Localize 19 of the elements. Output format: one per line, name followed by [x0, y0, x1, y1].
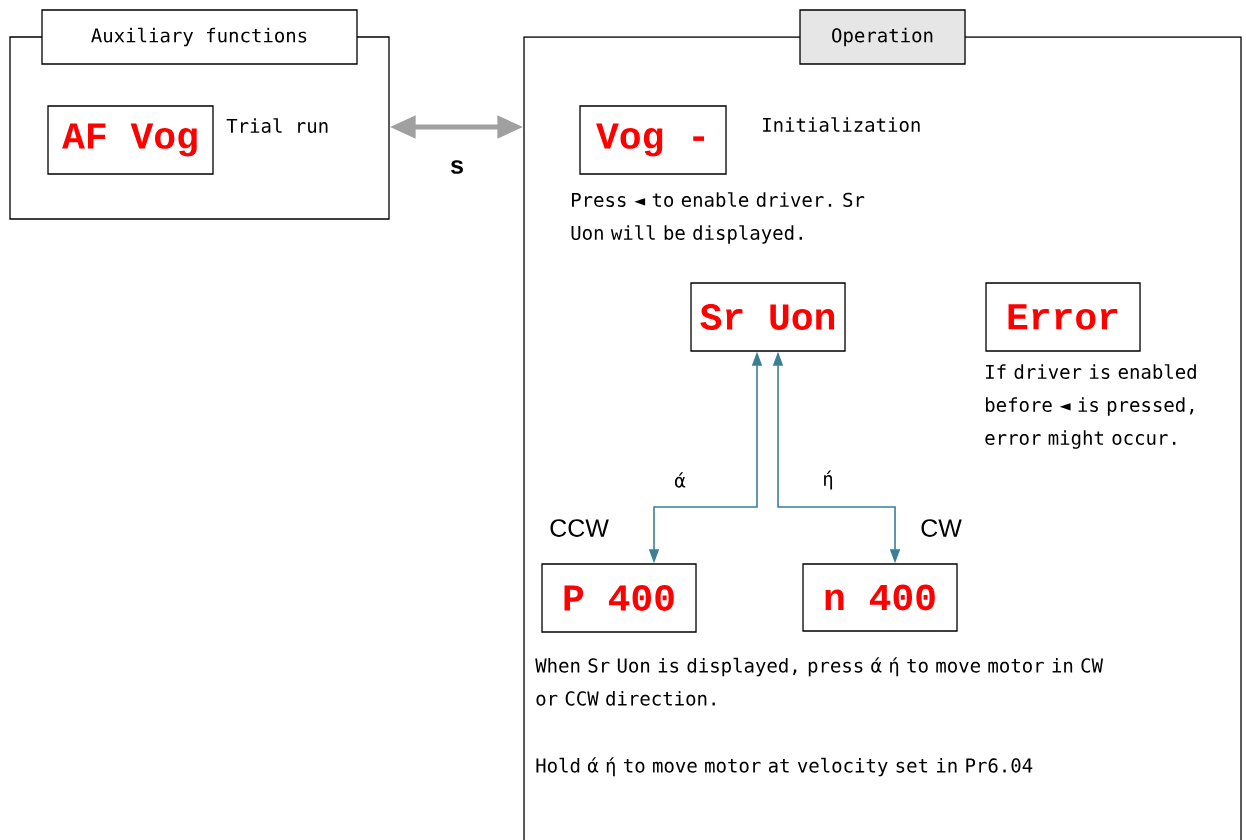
edge-label: ά	[673, 471, 687, 489]
display-box: Sr Uon	[690, 282, 846, 352]
direction-label: CCW	[550, 519, 609, 537]
edge-label: s	[449, 159, 465, 175]
panel-tab: Auxiliary functions	[41, 9, 358, 65]
note-text: When Sr Uon is displayed, press ά ή to move motor in CW or CCW direction.	[535, 657, 1103, 706]
display-box: n 400	[802, 563, 958, 632]
caption-text: If driver is enabled before ◄ is pressed, error might occur.	[985, 364, 1196, 449]
direction-label: CW	[921, 519, 962, 537]
caption-text: Press ◄ to enable driver. Sr Uon will be displayed.	[571, 192, 865, 244]
display-box: AF Vog	[47, 105, 214, 175]
display-box: Vog -	[579, 105, 727, 175]
display-box: P 400	[541, 563, 697, 633]
note-text: Hold ά ή to move motor at velocity set in Pr6.04	[536, 757, 1033, 777]
panel-tab: Operation	[799, 9, 966, 65]
display-box: Error	[985, 282, 1141, 352]
caption-text: Initialization	[763, 117, 920, 132]
caption-text: Trial run	[226, 118, 328, 133]
edge-label: ή	[821, 469, 835, 491]
